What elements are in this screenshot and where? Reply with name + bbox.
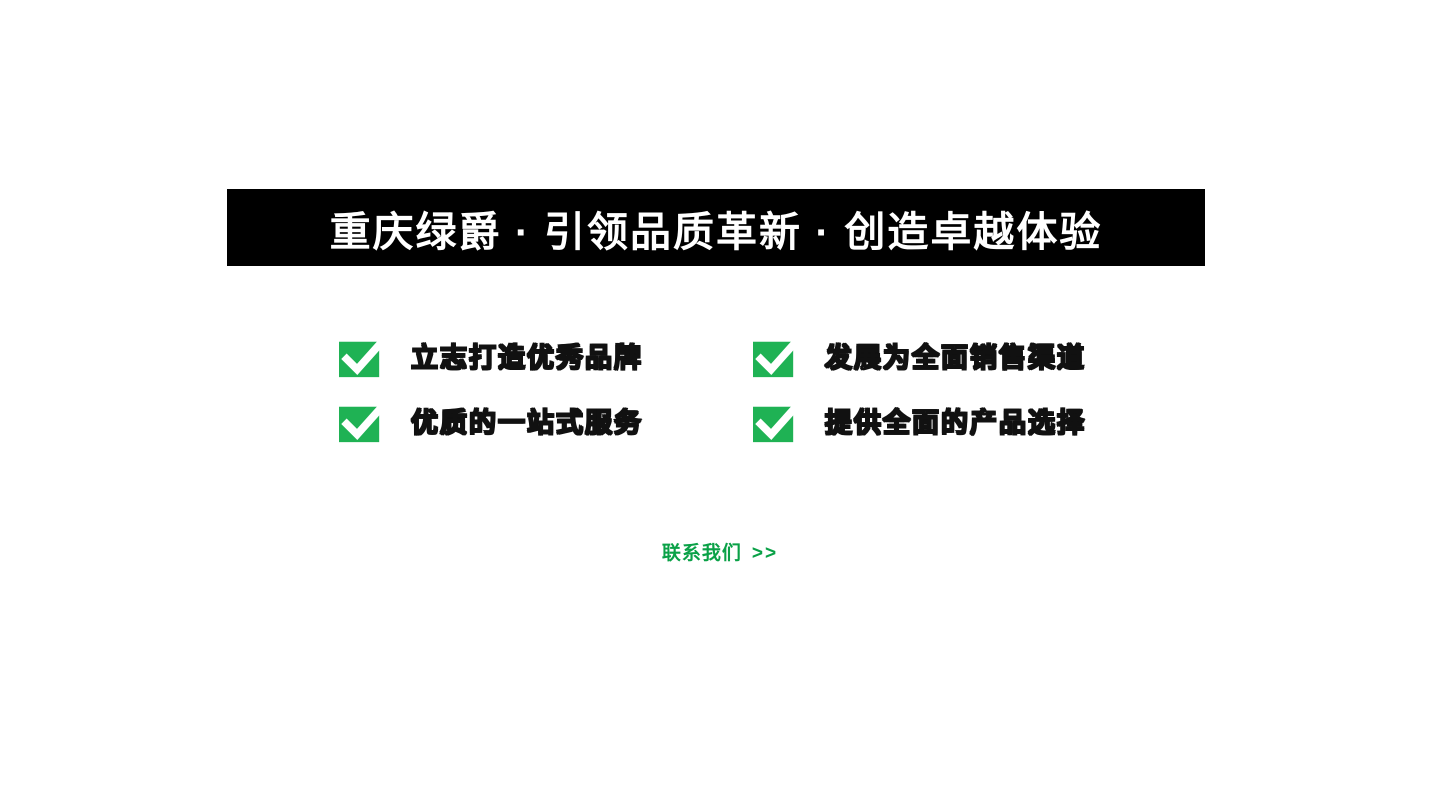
check-icon	[339, 338, 383, 378]
contact-us-link[interactable]: 联系我们 >>	[0, 538, 1440, 565]
double-arrow-icon[interactable]: >>	[751, 543, 779, 564]
feature-item-products: 提供全面的产品选择	[753, 403, 1086, 443]
feature-label: 立志打造优秀品牌	[410, 342, 643, 373]
headline-text: 重庆绿爵 · 引领品质革新 · 创造卓越体验	[329, 208, 1103, 255]
feature-item-service: 优质的一站式服务	[339, 403, 643, 443]
feature-item-sales: 发展为全面销售渠道	[753, 338, 1086, 378]
feature-label: 优质的一站式服务	[410, 407, 643, 438]
feature-label: 提供全面的产品选择	[824, 407, 1086, 438]
check-icon	[753, 338, 797, 378]
feature-label: 发展为全面销售渠道	[824, 342, 1086, 373]
contact-us-label[interactable]: 联系我们	[661, 543, 742, 564]
check-icon	[753, 403, 797, 443]
headline-banner: 重庆绿爵 · 引领品质革新 · 创造卓越体验	[227, 189, 1205, 266]
check-icon	[339, 403, 383, 443]
feature-item-brand: 立志打造优秀品牌	[339, 338, 643, 378]
